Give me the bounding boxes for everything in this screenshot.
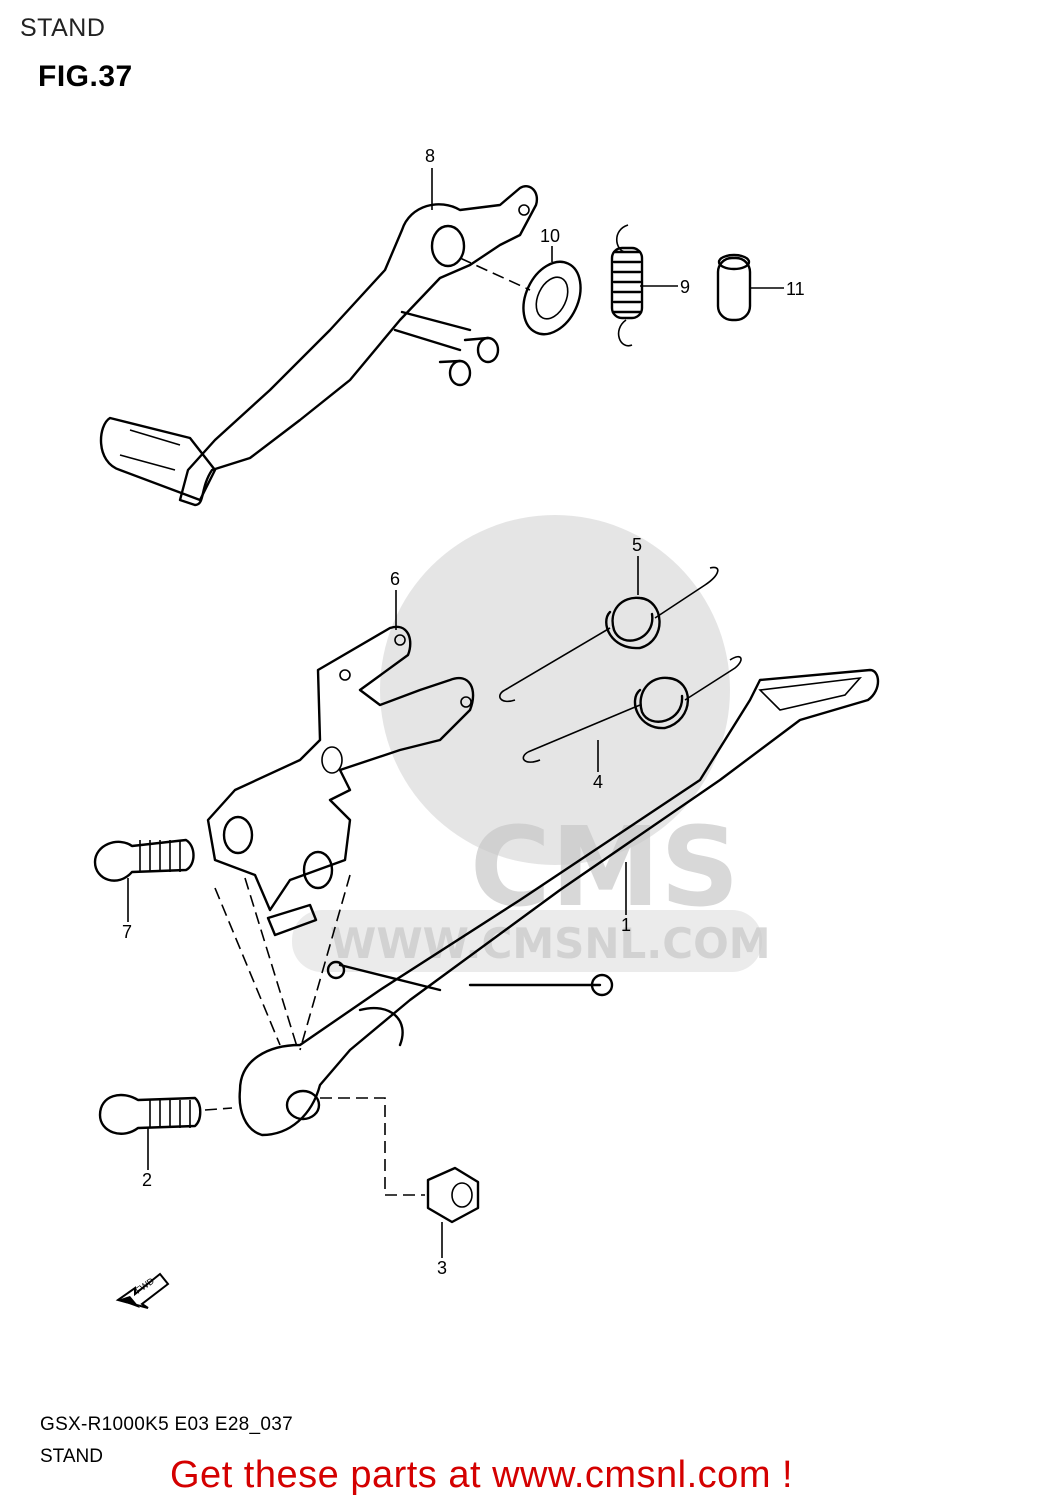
washer-part [522, 260, 582, 336]
callout-4: 4 [593, 772, 603, 792]
callout-9: 9 [680, 277, 690, 297]
bracket-bolt-part [93, 838, 195, 882]
callout-1: 1 [621, 915, 631, 935]
watermark-url-text: WWW.CMSNL.COM [330, 919, 771, 968]
pivot-bolt-part [98, 1093, 202, 1135]
stand-spring-lower-part [522, 655, 742, 763]
sleeve-part [716, 253, 752, 322]
callout-8: 8 [425, 146, 435, 166]
watermark-logo-text: CMS [470, 803, 739, 931]
callout-6: 6 [390, 569, 400, 589]
nut-part [426, 1166, 480, 1224]
callout-10: 10 [540, 226, 560, 246]
stand-spring-upper-part [499, 566, 719, 703]
stand-bracket-part [206, 625, 475, 937]
promo-link[interactable]: Get these parts at www.cmsnl.com ! [170, 1454, 794, 1496]
figure-label: FIG.37 [38, 60, 133, 93]
center-stand-part [238, 668, 880, 1137]
fwd-arrow-icon: FWD [115, 1272, 170, 1309]
callout-3: 3 [437, 1258, 447, 1278]
diagram-name: STAND [40, 1446, 103, 1467]
brake-pedal-part [99, 185, 539, 507]
callout-7: 7 [122, 922, 132, 942]
watermark: CMS WWW.CMSNL.COM [292, 515, 771, 972]
section-title: STAND [20, 14, 106, 42]
model-code: GSX-R1000K5 E03 E28_037 [40, 1414, 294, 1435]
callout-2: 2 [142, 1170, 152, 1190]
spring-part [610, 224, 644, 347]
assembly-lines [204, 874, 425, 1196]
callout-5: 5 [632, 535, 642, 555]
callout-labels: 8 10 9 11 5 6 4 7 1 2 3 [122, 146, 805, 1278]
leader-lines [127, 168, 784, 1258]
callout-11: 11 [786, 279, 805, 299]
